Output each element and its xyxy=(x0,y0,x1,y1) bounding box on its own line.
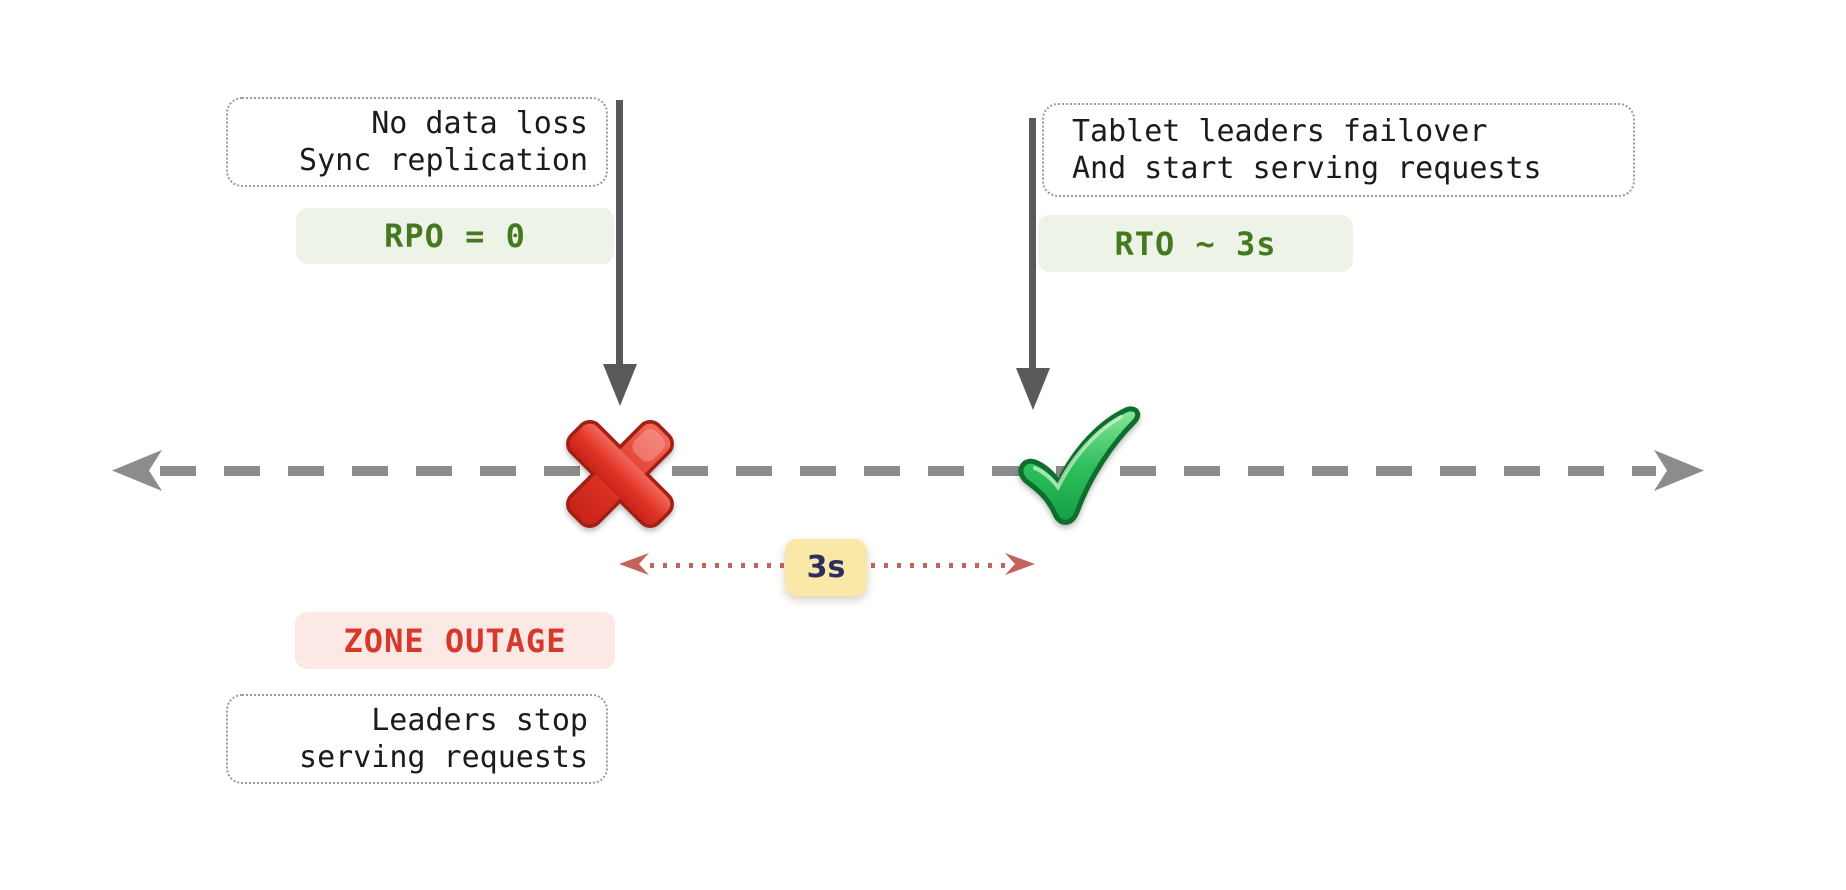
rpo-badge: RPO = 0 xyxy=(296,208,614,264)
zone-outage-badge: ZONE OUTAGE xyxy=(295,612,615,669)
arrow-left-icon xyxy=(619,553,649,575)
arrow-down-icon xyxy=(1016,368,1050,410)
note-line: And start serving requests xyxy=(1072,151,1542,186)
arrow-down-icon xyxy=(616,100,623,364)
cross-mark-icon xyxy=(566,420,674,528)
note-leaders-stop: Leaders stop serving requests xyxy=(226,694,608,784)
arrow-right-icon xyxy=(1654,450,1704,491)
rto-badge: RTO ~ 3s xyxy=(1038,215,1353,272)
arrow-left-icon xyxy=(112,450,162,491)
note-line: No data loss xyxy=(371,106,588,141)
arrow-down-icon xyxy=(1029,118,1036,368)
arrow-right-icon xyxy=(1005,553,1035,575)
note-line: Leaders stop xyxy=(371,703,588,738)
arrow-down-icon xyxy=(603,364,637,406)
note-sync-replication: No data loss Sync replication xyxy=(226,97,608,187)
note-line: Tablet leaders failover xyxy=(1072,114,1488,149)
check-mark-icon xyxy=(1018,406,1141,525)
duration-badge: 3s xyxy=(785,539,867,596)
note-line: Sync replication xyxy=(299,143,588,178)
note-tablet-failover: Tablet leaders failover And start servin… xyxy=(1042,103,1635,197)
timeline-axis xyxy=(160,466,1656,476)
note-line: serving requests xyxy=(299,740,588,775)
